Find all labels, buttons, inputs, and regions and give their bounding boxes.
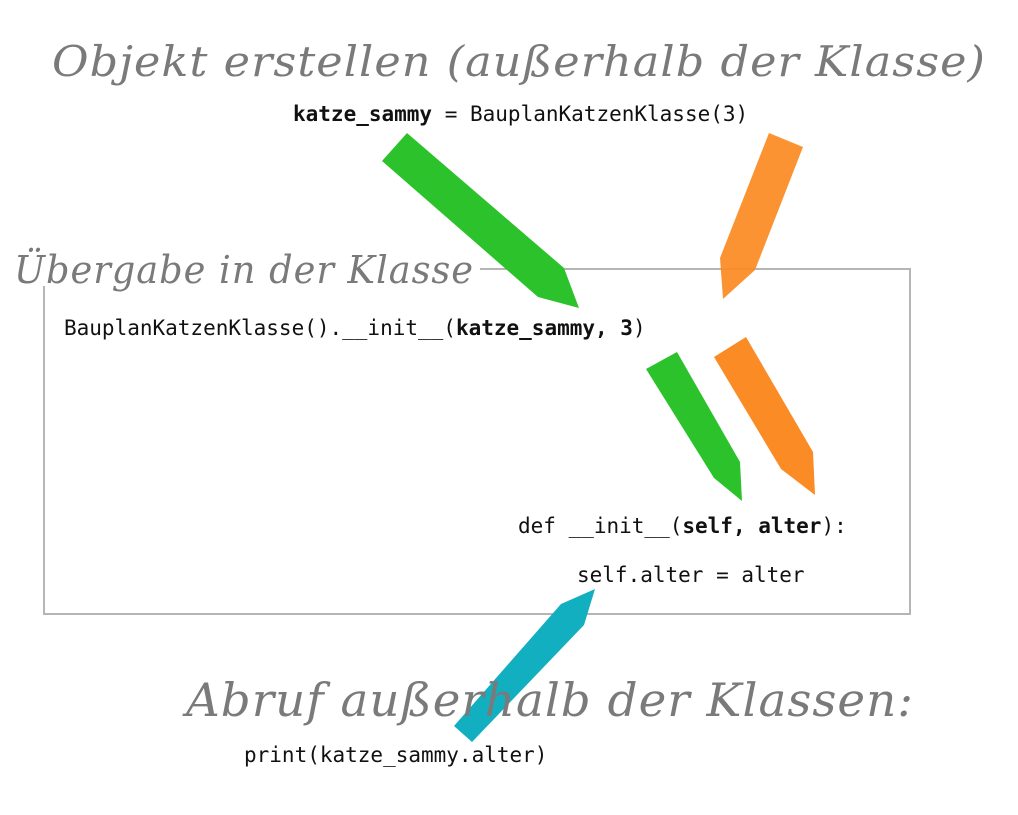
code-def-init: def __init__(self, alter): [518, 514, 847, 538]
code-print-call: print(katze_sammy.alter) [244, 743, 547, 767]
code-self-assignment: self.alter = alter [577, 563, 805, 587]
code-def-suffix: ): [821, 514, 846, 538]
code-init-call-args: katze_sammy, 3 [456, 316, 633, 340]
arrow-value-to-init-call [720, 133, 803, 299]
arrow-value-to-alter [714, 337, 815, 495]
code-init-call-suffix: ) [633, 316, 646, 340]
arrow-attribute-to-print [454, 589, 595, 742]
code-instantiation: katze_sammy = BauplanKatzenKlasse(3) [293, 102, 748, 126]
code-def-prefix: def __init__( [518, 514, 682, 538]
heading-create-object: Objekt erstellen (außerhalb der Klasse) [52, 37, 986, 86]
heading-transfer-in-class: Übergabe in der Klasse [14, 248, 474, 292]
arrows [382, 133, 815, 742]
code-constructor-call: = BauplanKatzenKlasse(3) [432, 102, 748, 126]
arrow-object-to-self [646, 352, 742, 501]
code-init-call-prefix: BauplanKatzenKlasse().__init__( [64, 316, 456, 340]
class-box-label-backing [10, 246, 480, 286]
arrow-object-to-init-call [382, 133, 579, 308]
code-def-params: self, alter [682, 514, 821, 538]
code-init-call: BauplanKatzenKlasse().__init__(katze_sam… [64, 316, 646, 340]
heading-call-outside: Abruf außerhalb der Klassen: [182, 673, 914, 727]
code-object-variable: katze_sammy [293, 102, 432, 126]
